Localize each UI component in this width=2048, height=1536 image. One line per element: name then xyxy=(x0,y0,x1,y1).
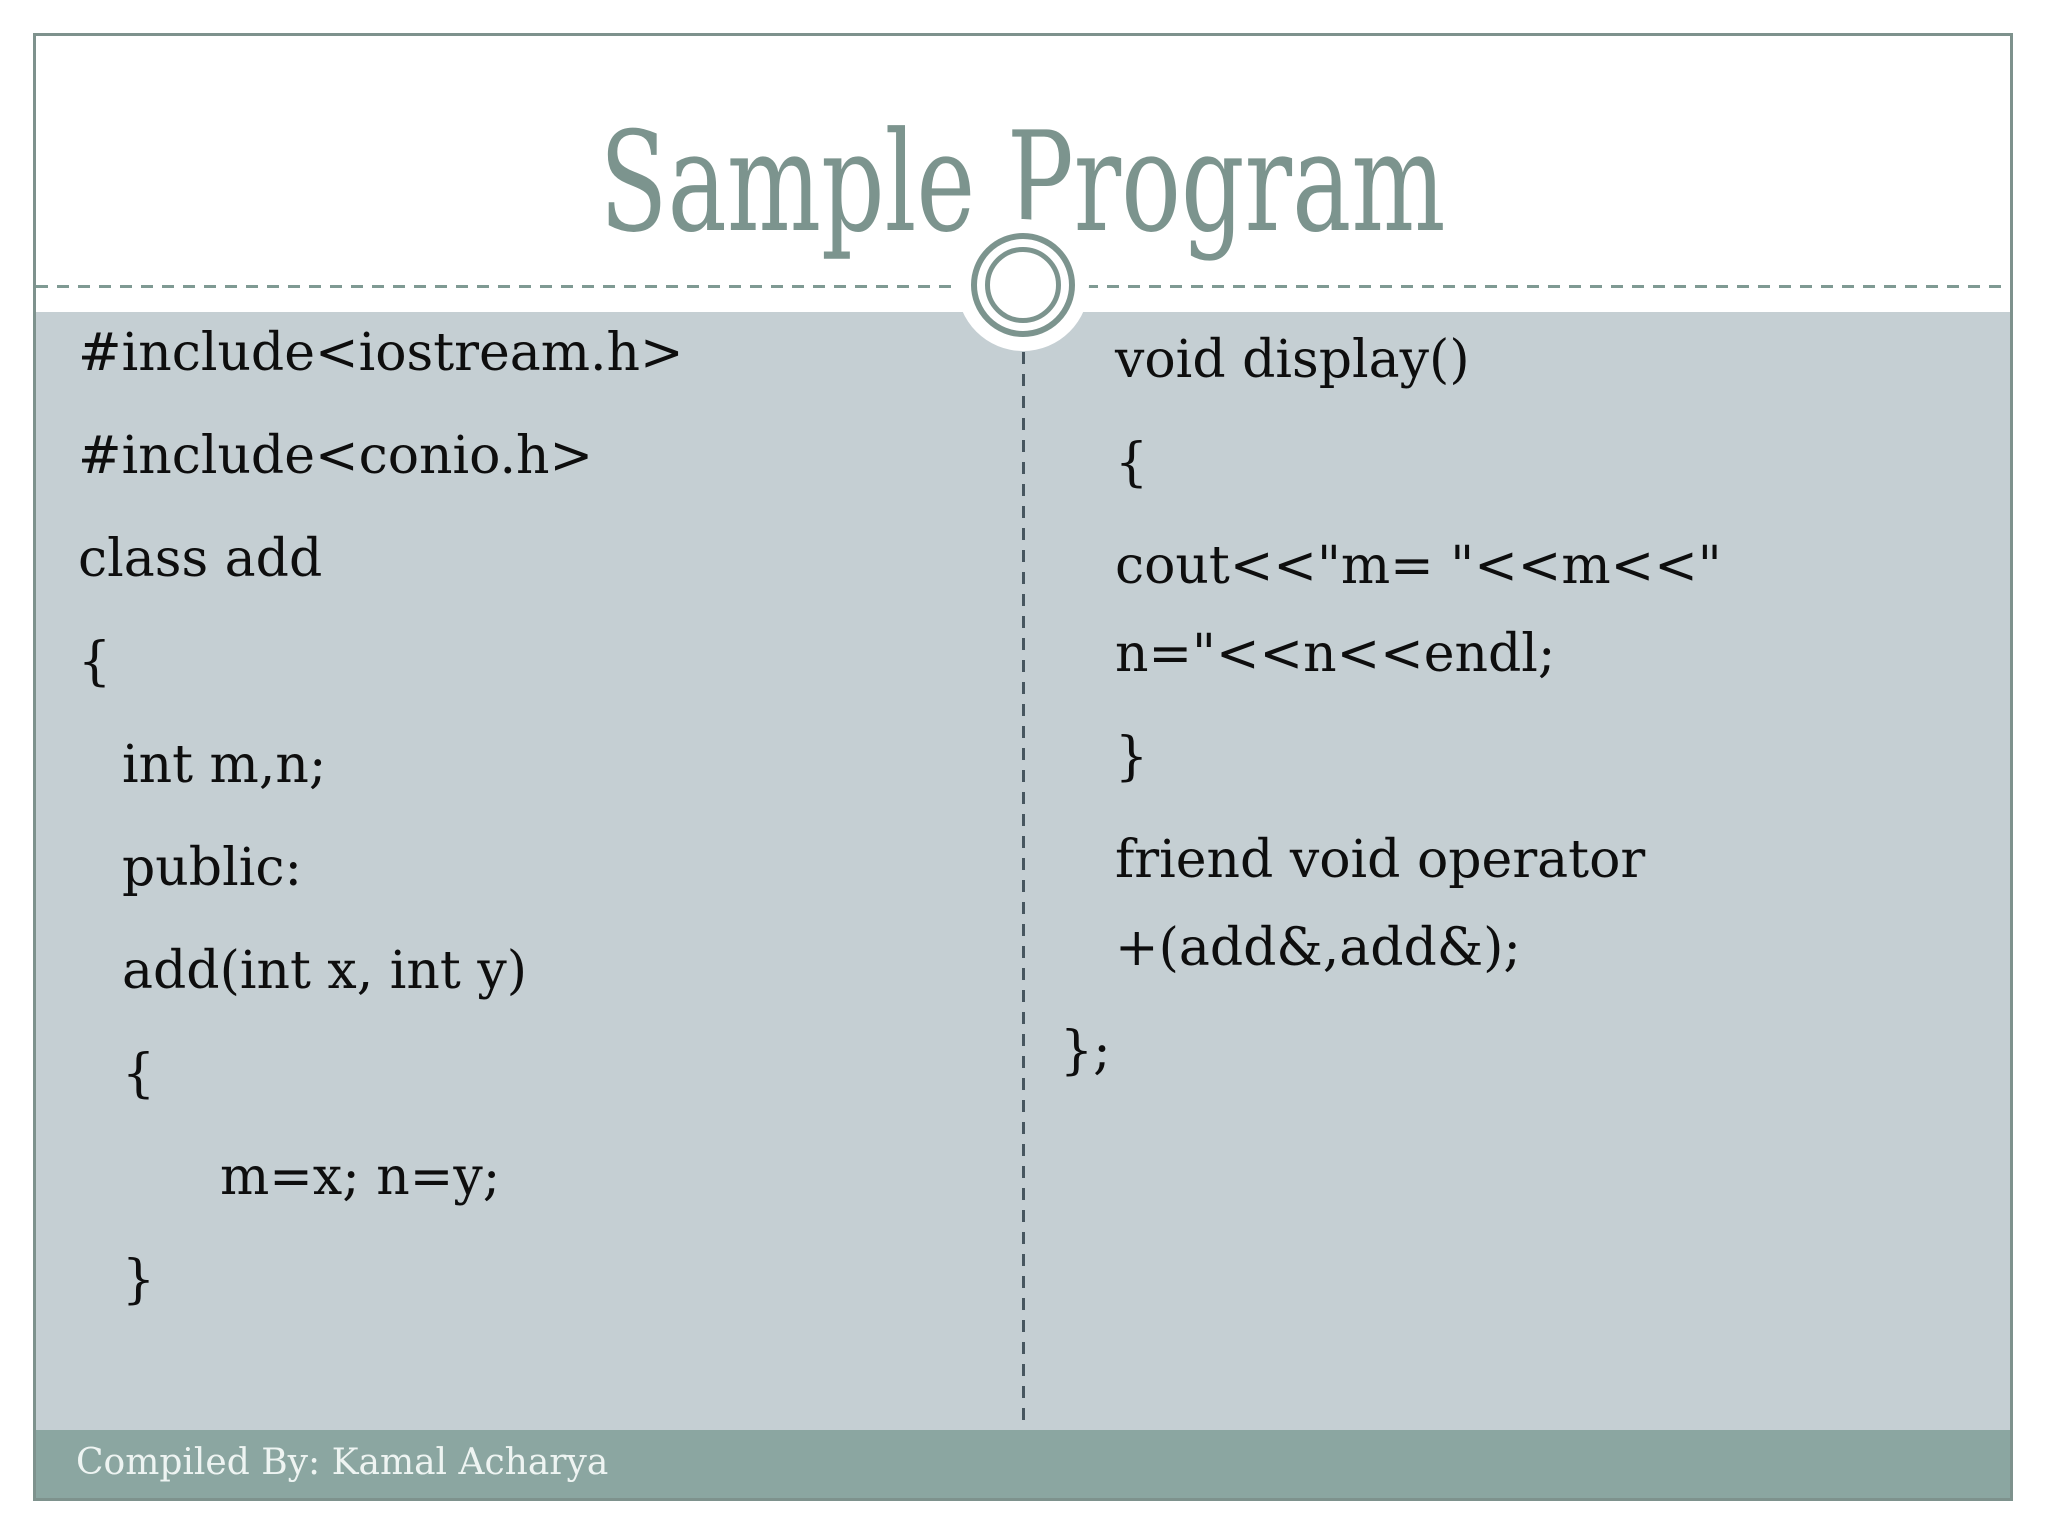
code-line: int m,n; xyxy=(122,735,327,795)
code-line: friend void operator xyxy=(1115,830,1646,890)
code-line: #include<conio.h> xyxy=(78,426,594,486)
code-line: } xyxy=(1115,727,1149,787)
code-line: m=x; n=y; xyxy=(220,1147,501,1207)
code-line: cout<<"m= "<<m<<" xyxy=(1115,536,1722,596)
code-line: public: xyxy=(122,838,302,898)
code-line: #include<iostream.h> xyxy=(78,323,684,383)
code-line: void display() xyxy=(1115,330,1470,390)
slide-canvas: Sample Program #include<iostream.h>#incl… xyxy=(33,33,2013,1501)
code-line: +(add&,add&); xyxy=(1115,918,1521,978)
code-line: }; xyxy=(1060,1021,1111,1081)
ornament-inner-ring xyxy=(985,247,1061,323)
footer-bar: Compiled By: Kamal Acharya xyxy=(36,1430,2010,1498)
ornament-outer-ring xyxy=(971,233,1075,337)
code-line: } xyxy=(122,1250,156,1310)
code-line: { xyxy=(78,632,112,692)
double-circle-ornament-icon xyxy=(957,219,1089,351)
code-column-right: void display() { cout<<"m= "<<m<<" n="<<n<<… xyxy=(1060,316,2010,1110)
code-column-left: #include<iostream.h> #include<conio.h> cla… xyxy=(78,309,1018,1339)
footer-credit: Compiled By: Kamal Acharya xyxy=(76,1442,609,1483)
code-line: add(int x, int y) xyxy=(122,941,528,1001)
code-line: class add xyxy=(78,529,323,589)
code-line: n="<<n<<endl; xyxy=(1115,624,1556,684)
column-divider-dashed-line xyxy=(1022,352,1025,1430)
code-line: { xyxy=(1115,433,1149,493)
code-line: { xyxy=(122,1044,156,1104)
